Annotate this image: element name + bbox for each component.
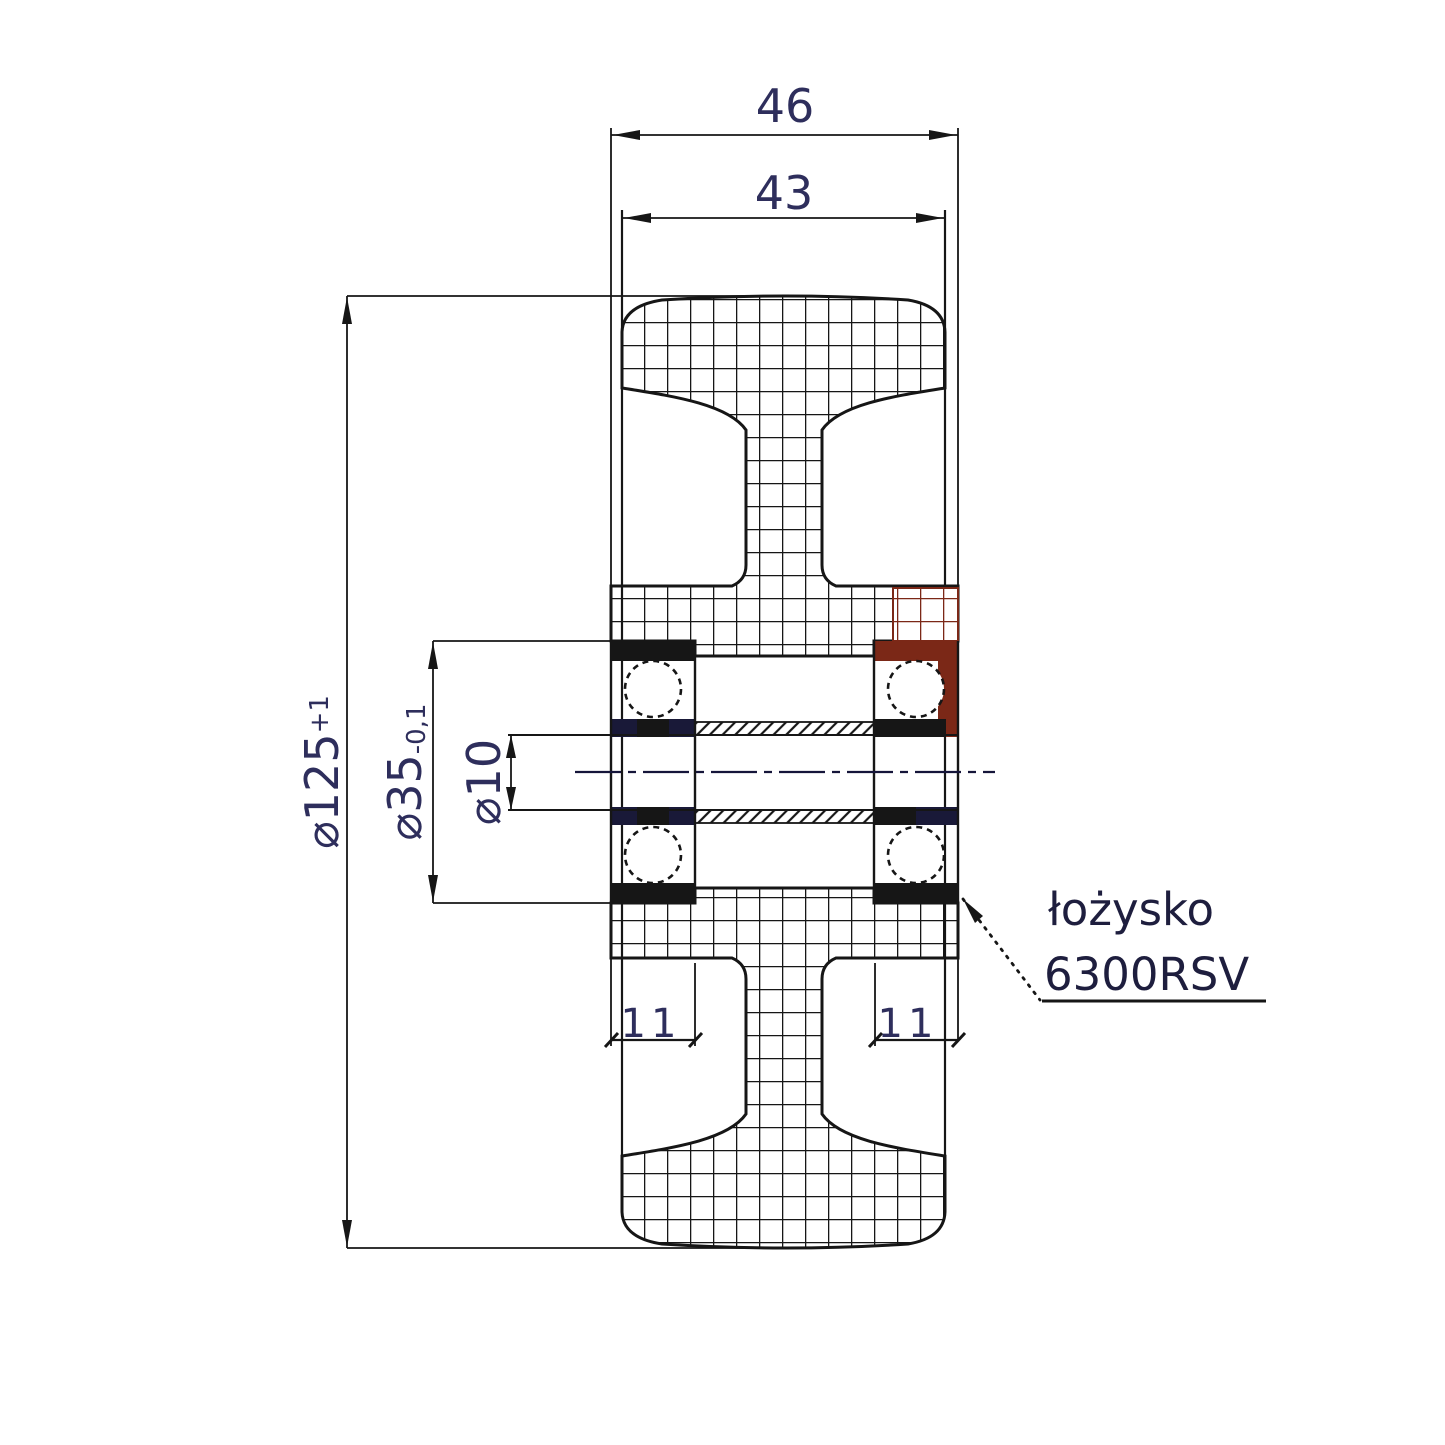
bearing-right-outer-seal-bottom	[874, 883, 958, 903]
bearing-balls	[623, 659, 946, 885]
ball-top-right	[886, 659, 946, 719]
bearing-right-inner-seal-top	[874, 719, 958, 737]
ball-bottom-right	[886, 825, 946, 885]
bearing-left	[611, 641, 695, 903]
dim-bearing-od: ⌀35-0,1	[378, 640, 611, 904]
dim-hub-width-value: 46	[756, 79, 815, 133]
arrow-down-icon	[342, 1220, 352, 1247]
spacer-tube-wall-bottom	[694, 809, 875, 824]
dim-tread-width: 43	[622, 166, 945, 223]
dim-seat-left: 11	[603, 963, 704, 1049]
dim-tick	[603, 1031, 620, 1049]
dim-tread-width-value: 43	[755, 166, 814, 220]
seal-detail	[946, 719, 958, 737]
bearing-right-outer-seal-top	[874, 641, 958, 661]
bearing-left-outer-seal-bottom	[611, 883, 695, 903]
dim-outer-diameter: ⌀125+1	[295, 295, 786, 1249]
arrow-right-icon	[916, 213, 943, 223]
dim-tick	[867, 1031, 884, 1049]
bearing-left-outer-seal-top	[611, 641, 695, 661]
arrow-left-icon	[613, 130, 640, 140]
bearing-right	[874, 641, 958, 903]
dim-hub-width: 46	[611, 79, 958, 140]
bearing-callout: łożysko 6300RSV	[961, 883, 1266, 1003]
dim-seat-right: 11	[867, 963, 967, 1049]
arrow-down-icon	[506, 787, 516, 810]
callout-line2: 6300RSV	[1044, 948, 1249, 1001]
dim-tick	[950, 1031, 967, 1049]
dim-bore-value: ⌀10	[457, 739, 511, 825]
dim-seat-left-value: 11	[621, 1001, 682, 1047]
arrow-up-icon	[342, 297, 352, 324]
seal-detail	[637, 807, 669, 825]
dim-seat-right-value: 11	[878, 1001, 939, 1047]
ball-top-left	[623, 659, 683, 719]
arrow-up-icon	[506, 735, 516, 758]
bearings	[508, 641, 960, 903]
bearing-highlight-grid	[892, 587, 959, 642]
dim-outer-diameter-value: ⌀125+1	[295, 695, 349, 849]
dim-bore: ⌀10	[457, 735, 516, 825]
arrow-right-icon	[929, 130, 956, 140]
wheel-body-bottom-section	[609, 886, 960, 1250]
leader-arrow-icon	[963, 899, 983, 923]
ball-bottom-left	[623, 825, 683, 885]
seal-detail	[916, 807, 958, 825]
bearing-right-maroon-side	[938, 661, 958, 719]
arrow-down-icon	[428, 875, 438, 902]
arrow-left-icon	[624, 213, 651, 223]
arrow-up-icon	[428, 642, 438, 669]
seal-detail	[637, 719, 669, 737]
dim-tick	[687, 1031, 704, 1049]
spacer-tube-wall-top	[694, 721, 875, 736]
callout-line1: łożysko	[1048, 883, 1214, 936]
dim-bearing-od-value: ⌀35-0,1	[378, 704, 432, 841]
